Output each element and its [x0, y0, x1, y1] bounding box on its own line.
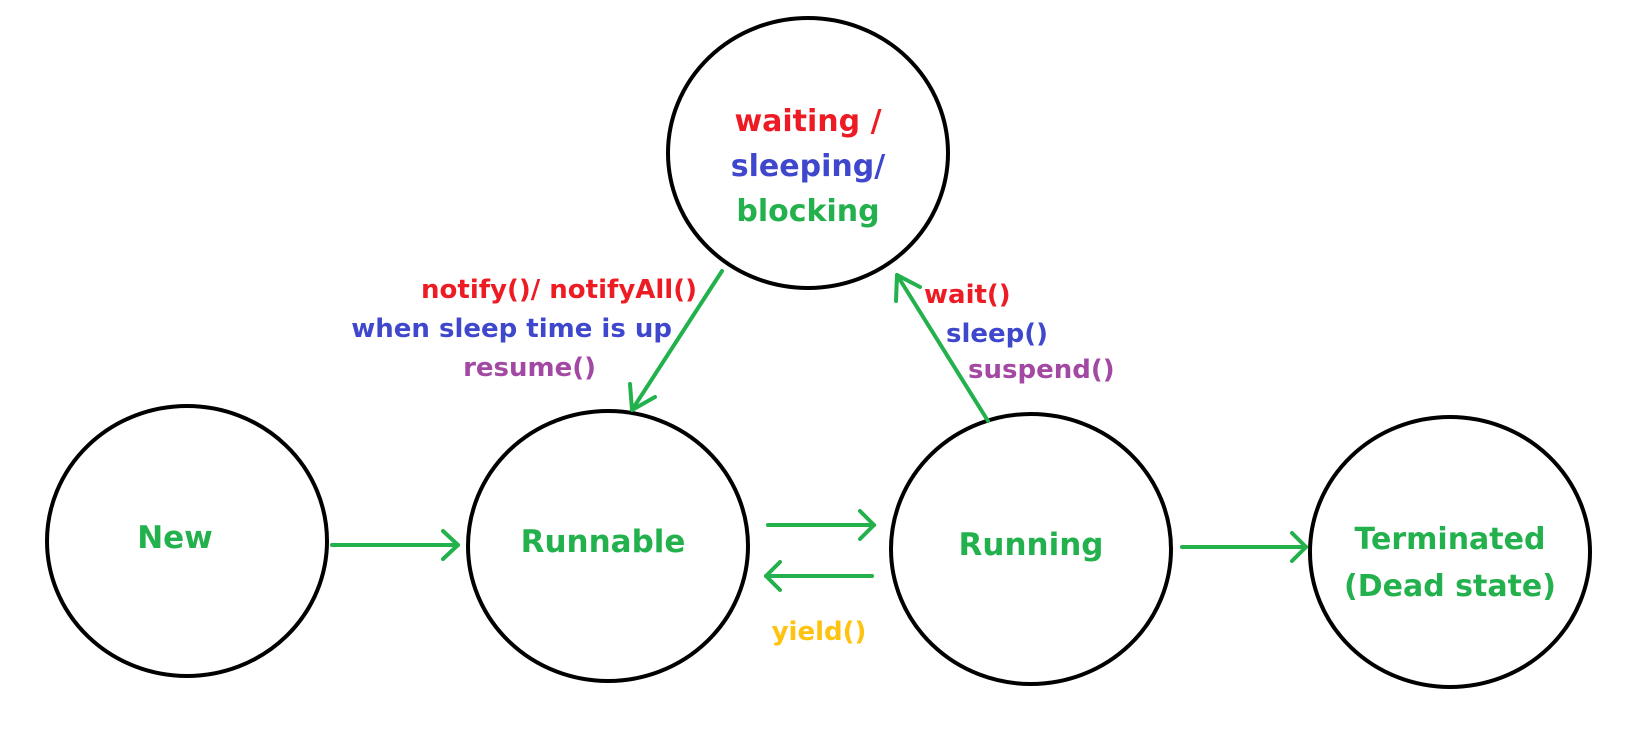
state-label-line2: sleeping/: [731, 149, 885, 184]
arrow-waiting-to-runnable: [628, 269, 724, 412]
state-circle: [889, 412, 1173, 686]
transition-label-wait: wait(): [924, 280, 1011, 310]
state-waiting-sleeping-blocking: waiting / sleeping/ blocking: [666, 16, 950, 290]
state-new: New: [45, 404, 329, 678]
arrow-runnable-to-running: [766, 509, 876, 541]
state-label-line3: blocking: [736, 194, 879, 229]
transition-label-suspend: suspend(): [968, 355, 1115, 385]
state-label: Runnable: [521, 524, 686, 560]
transition-label-resume: resume(): [463, 353, 596, 383]
transition-label-notify: notify()/ notifyAll(): [421, 275, 697, 305]
state-running: Running: [889, 412, 1173, 686]
arrow-running-to-waiting: [894, 273, 990, 423]
state-label-line1: Terminated: [1355, 522, 1546, 557]
state-label: Running: [959, 527, 1104, 563]
state-circle: [1308, 415, 1592, 689]
transition-label-sleep: sleep(): [946, 319, 1048, 349]
state-label: New: [137, 520, 213, 556]
state-runnable: Runnable: [466, 409, 750, 683]
transition-label-sleep-up: when sleep time is up: [351, 314, 672, 344]
state-label-line2: (Dead state): [1344, 569, 1556, 604]
state-circle: [466, 409, 750, 683]
state-label-line1: waiting /: [734, 104, 881, 139]
arrow-running-to-runnable: [764, 560, 874, 592]
state-terminated: Terminated (Dead state): [1308, 415, 1592, 689]
arrow-running-to-terminated: [1180, 531, 1308, 563]
state-circle: [666, 16, 950, 290]
transition-label-yield: yield(): [772, 617, 867, 647]
arrow-new-to-runnable: [330, 529, 460, 561]
state-circle: [45, 404, 329, 678]
